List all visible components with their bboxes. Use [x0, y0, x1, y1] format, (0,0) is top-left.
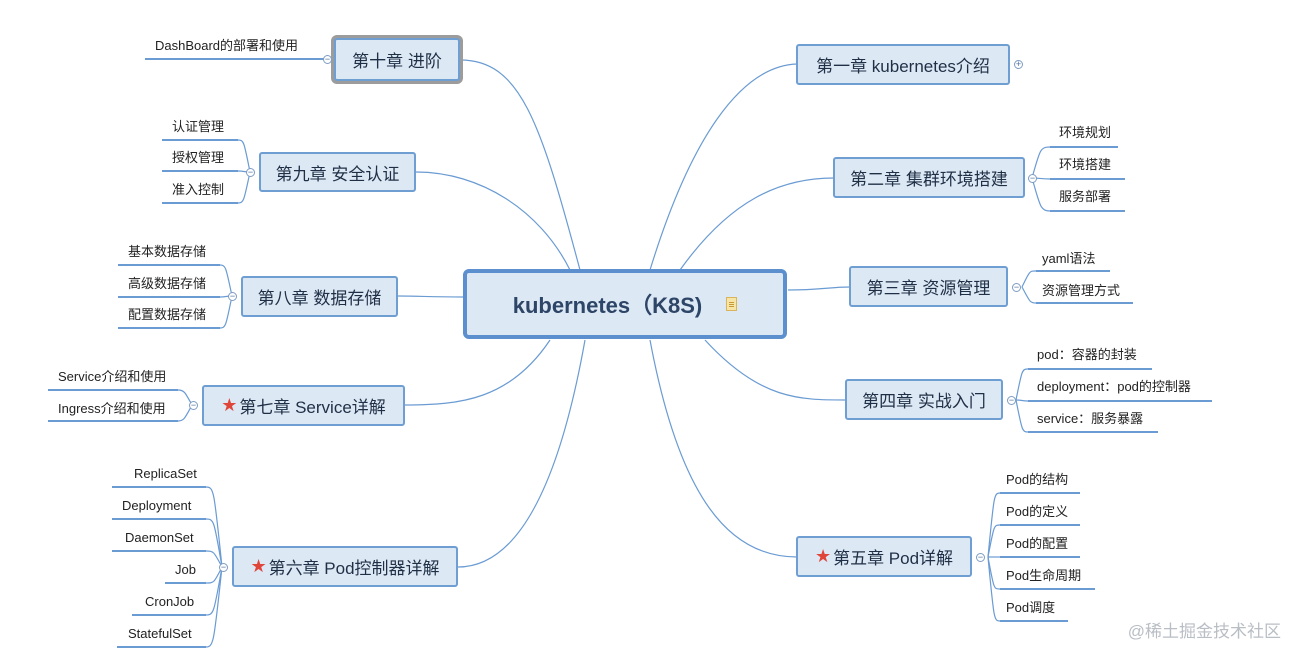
- chapter-6-item-6[interactable]: StatefulSet: [128, 626, 192, 641]
- central-topic-title: kubernetes（K8S): [512, 293, 703, 318]
- chapter-6[interactable]: ★ 第六章 Pod控制器详解: [232, 546, 458, 587]
- watermark: @稀土掘金技术社区: [1127, 622, 1281, 641]
- chapter-6-item-3[interactable]: DaemonSet: [125, 530, 194, 545]
- collapse-toggle-chapter-8[interactable]: −: [228, 291, 237, 301]
- chapter-5-item-3[interactable]: Pod的配置: [1006, 536, 1069, 551]
- collapse-toggle-chapter-9[interactable]: −: [246, 167, 255, 177]
- collapse-toggle-chapter-5[interactable]: −: [976, 552, 985, 562]
- chapter-4-item-3[interactable]: service：服务暴露: [1037, 411, 1144, 426]
- chapter-6-item-1[interactable]: ReplicaSet: [134, 466, 197, 481]
- chapter-5-label: 第五章 Pod详解: [833, 549, 954, 568]
- chapter-4[interactable]: 第四章 实战入门: [845, 379, 1003, 420]
- chapter-5-item-1[interactable]: Pod的结构: [1006, 472, 1069, 487]
- collapse-toggle-chapter-3[interactable]: −: [1012, 282, 1021, 292]
- chapter-7-label: 第七章 Service详解: [239, 398, 386, 417]
- chapter-9-item-2[interactable]: 授权管理: [172, 150, 225, 165]
- chapter-4-label: 第四章 实战入门: [862, 392, 986, 411]
- chapter-1[interactable]: 第一章 kubernetes介绍: [796, 44, 1010, 85]
- chapter-10[interactable]: 第十章 进阶: [334, 38, 460, 81]
- chapter-2-item-1[interactable]: 环境规划: [1059, 125, 1112, 140]
- chapter-9-item-3[interactable]: 准入控制: [172, 182, 225, 197]
- chapter-5-item-4[interactable]: Pod生命周期: [1006, 568, 1082, 583]
- central-topic[interactable]: kubernetes（K8S): [463, 269, 787, 339]
- chapter-6-item-5[interactable]: CronJob: [145, 594, 195, 609]
- star-icon: ★: [250, 556, 267, 576]
- chapter-8-label: 第八章 数据存储: [257, 289, 382, 308]
- chapter-3[interactable]: 第三章 资源管理: [849, 266, 1008, 307]
- chapter-6-item-2[interactable]: Deployment: [122, 498, 192, 513]
- chapter-2-item-3[interactable]: 服务部署: [1059, 189, 1112, 204]
- chapter-9[interactable]: 第九章 安全认证: [259, 152, 416, 192]
- collapse-toggle-chapter-4[interactable]: −: [1007, 395, 1016, 405]
- chapter-10-label: 第十章 进阶: [352, 52, 442, 71]
- chapter-3-label: 第三章 资源管理: [866, 279, 991, 298]
- chapter-9-item-1[interactable]: 认证管理: [172, 119, 225, 134]
- chapter-8-item-3[interactable]: 配置数据存储: [128, 307, 207, 322]
- chapter-5[interactable]: ★ 第五章 Pod详解: [796, 536, 972, 577]
- collapse-toggle-chapter-6[interactable]: −: [219, 562, 228, 572]
- collapse-toggle-chapter-2[interactable]: −: [1028, 173, 1037, 183]
- chapter-5-item-5[interactable]: Pod调度: [1006, 600, 1056, 615]
- chapter-3-item-1[interactable]: yaml语法: [1042, 251, 1096, 266]
- chapter-2-label: 第二章 集群环境搭建: [850, 170, 1008, 189]
- collapse-toggle-chapter-7[interactable]: −: [189, 400, 198, 410]
- chapter-10-item-1[interactable]: DashBoard的部署和使用: [155, 38, 299, 53]
- chapter-8-item-2[interactable]: 高级数据存储: [128, 276, 207, 291]
- star-icon: ★: [221, 395, 238, 415]
- chapter-6-label: 第六章 Pod控制器详解: [268, 559, 440, 578]
- chapter-1-label: 第一章 kubernetes介绍: [816, 57, 990, 76]
- chapter-7-item-2[interactable]: Ingress介绍和使用: [58, 401, 166, 416]
- note-icon[interactable]: [726, 297, 738, 311]
- chapter-2[interactable]: 第二章 集群环境搭建: [833, 157, 1025, 198]
- chapter-2-item-2[interactable]: 环境搭建: [1059, 157, 1112, 172]
- chapter-7[interactable]: ★ 第七章 Service详解: [202, 385, 405, 426]
- star-icon: ★: [814, 546, 832, 566]
- chapter-8-item-1[interactable]: 基本数据存储: [128, 244, 207, 259]
- chapter-3-item-2[interactable]: 资源管理方式: [1042, 283, 1121, 298]
- expand-toggle-chapter-1[interactable]: +: [1014, 59, 1023, 69]
- chapter-7-item-1[interactable]: Service介绍和使用: [58, 369, 167, 384]
- chapter-6-item-4[interactable]: Job: [175, 562, 196, 577]
- chapter-4-item-1[interactable]: pod：容器的封装: [1037, 347, 1137, 362]
- chapter-8[interactable]: 第八章 数据存储: [241, 276, 398, 317]
- chapter-5-item-2[interactable]: Pod的定义: [1006, 504, 1069, 519]
- collapse-toggle-chapter-10[interactable]: −: [323, 54, 332, 64]
- chapter-9-label: 第九章 安全认证: [275, 164, 400, 184]
- chapter-4-item-2[interactable]: deployment：pod的控制器: [1037, 379, 1191, 394]
